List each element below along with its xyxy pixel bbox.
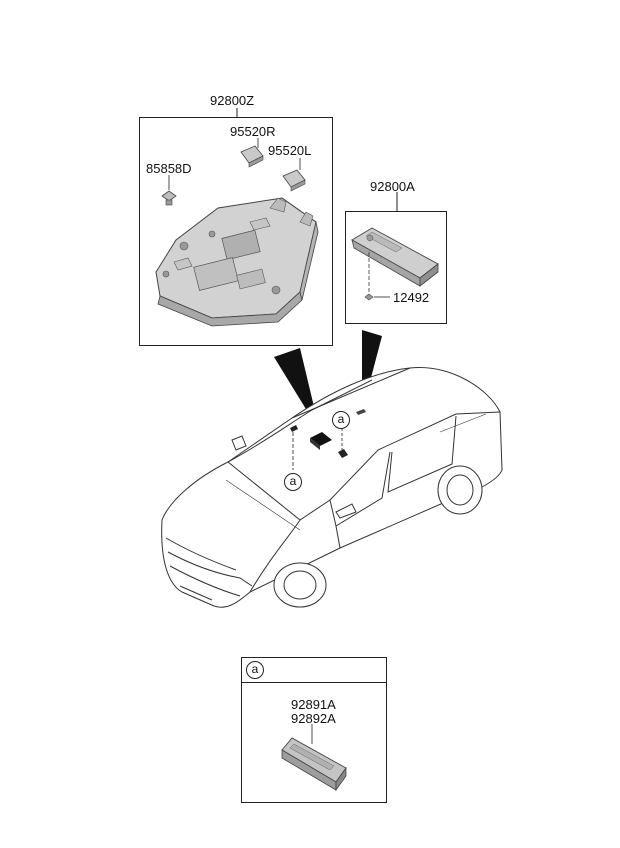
part-number-95520L: 95520L	[268, 143, 312, 158]
overhead-console-part	[155, 197, 319, 327]
map-lamp-lh-part	[282, 158, 306, 192]
part-number-12492: 12492	[393, 290, 430, 305]
overhead-console-box	[139, 117, 333, 346]
part-number-92892A: 92892A	[291, 711, 336, 726]
part-number-85858D: 85858D	[146, 161, 192, 176]
clip-part	[161, 175, 177, 206]
detail-a-box	[241, 657, 387, 803]
room-lamp-part	[351, 227, 439, 301]
callout-a-roof: a	[332, 411, 350, 429]
part-number-92891A: 92891A	[291, 697, 336, 712]
part-number-95520R: 95520R	[230, 124, 276, 139]
vehicle-outline	[161, 367, 503, 608]
roof-parts	[290, 409, 366, 470]
lamp-a-part	[281, 724, 347, 792]
detail-a-header	[241, 657, 387, 683]
part-number-92800Z: 92800Z	[210, 93, 255, 108]
callout-a-front: a	[284, 473, 302, 491]
room-lamp-box	[345, 211, 447, 324]
callout-a-header: a	[246, 661, 264, 679]
map-lamp-rh-part	[240, 138, 264, 168]
part-number-92800A: 92800A	[370, 179, 415, 194]
